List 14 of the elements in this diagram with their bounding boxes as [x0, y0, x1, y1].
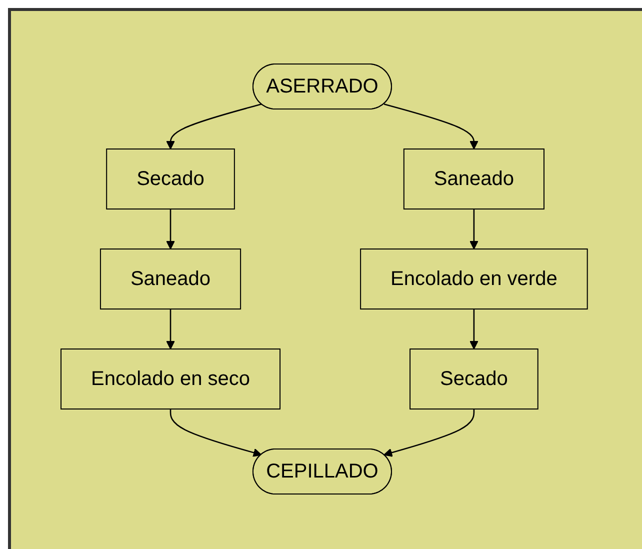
arrow	[166, 208, 175, 249]
arrow	[469, 208, 478, 249]
node-box: Saneado	[403, 148, 544, 209]
arrow	[166, 103, 262, 149]
arrow	[469, 308, 478, 349]
node-box: Saneado	[100, 248, 241, 309]
node-box: Encolado en seco	[60, 348, 280, 409]
arrow	[166, 308, 175, 349]
node-box: Secado	[409, 348, 538, 409]
arrow	[384, 103, 478, 149]
arrow	[383, 408, 474, 456]
arrow	[170, 408, 262, 456]
node-box: Encolado en verde	[360, 248, 588, 309]
node-box: Secado	[106, 148, 235, 209]
